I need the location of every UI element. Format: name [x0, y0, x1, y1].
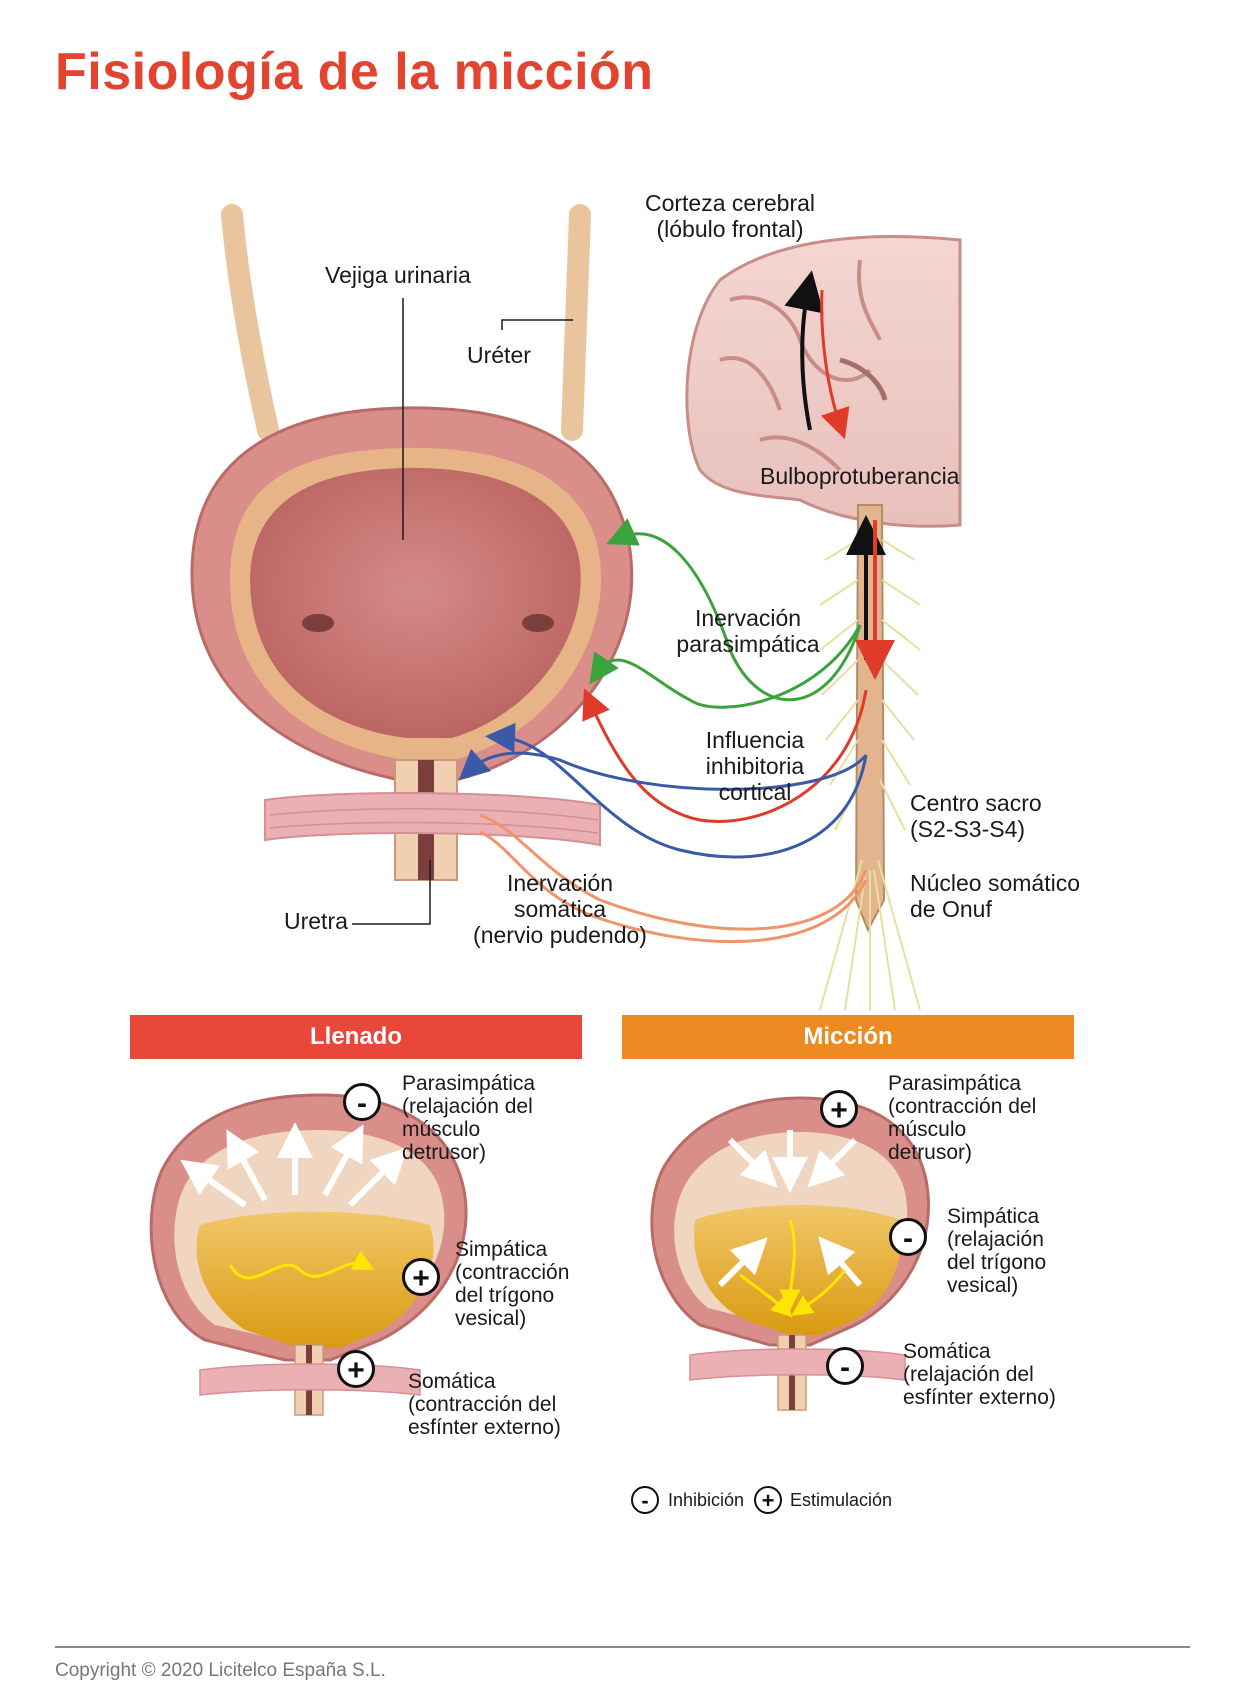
- label-nucleo-onuf: Núcleo somático de Onuf: [910, 870, 1080, 922]
- miccion-simp-line2: (relajación: [947, 1228, 1044, 1251]
- label-centro-sacro-line2: (S2-S3-S4): [910, 816, 1026, 842]
- panel-header-miccion: Micción: [622, 1015, 1074, 1059]
- brain-cortex: [685, 235, 962, 528]
- label-bulboprotuberancia: Bulboprotuberancia: [760, 463, 960, 489]
- sympathetic-path: [485, 722, 868, 859]
- miccion-simp-line1: Simpática: [947, 1205, 1040, 1228]
- panel-header-llenado: Llenado: [130, 1015, 582, 1059]
- label-somatica-line1: Inervación: [506, 870, 614, 896]
- legend-estimulacion: Estimulación: [790, 1490, 893, 1510]
- llenado-somatic-plus-icon: +: [337, 1350, 375, 1388]
- llenado-simp-line2: (contracción: [455, 1261, 570, 1284]
- label-influencia-inhibitoria: Influencia inhibitoria cortical: [690, 727, 820, 805]
- llenado-sympathetic-plus-icon: +: [402, 1258, 440, 1296]
- miccion-soma-line1: Somática: [903, 1340, 991, 1363]
- llenado-parasympathetic-minus-icon: -: [343, 1083, 381, 1121]
- footer-divider: [55, 1646, 1190, 1648]
- legend-minus-icon: -: [631, 1486, 659, 1514]
- pelvic-floor-muscle: [264, 792, 601, 847]
- miccion-para-line1: Parasimpática: [888, 1072, 1022, 1095]
- label-influencia-line2: inhibitoria: [705, 753, 805, 779]
- somatic-path: [479, 813, 868, 931]
- label-ureter: Uréter: [467, 342, 531, 368]
- label-corteza-line2: (lóbulo frontal): [656, 216, 804, 242]
- label-inervacion-parasimpatica: Inervación parasimpática: [668, 605, 828, 657]
- miccion-soma-line2: (relajación del: [903, 1363, 1034, 1386]
- miccion-simp-line3: del trígono: [947, 1251, 1047, 1274]
- llenado-para-line2: (relajación del: [402, 1095, 533, 1118]
- miccion-bladder: [650, 1096, 930, 1411]
- label-inervacion-somatica: Inervación somática (nervio pudendo): [460, 870, 660, 948]
- llenado-bladder: [149, 1093, 468, 1416]
- miccion-parasympathetic-plus-icon: +: [820, 1090, 858, 1128]
- llenado-simpatica-text: Simpática (contracción del trígono vesic…: [455, 1238, 569, 1330]
- miccion-parasimpatica-text: Parasimpática (contracción del músculo d…: [888, 1072, 1036, 1164]
- miccion-sympathetic-minus-icon: -: [889, 1218, 927, 1256]
- llenado-soma-line3: esfínter externo): [408, 1416, 561, 1439]
- page-title: Fisiología de la micción: [55, 43, 654, 101]
- llenado-para-line4: detrusor): [402, 1141, 487, 1164]
- llenado-para-line3: músculo: [402, 1118, 481, 1141]
- label-influencia-line3: cortical: [718, 779, 792, 805]
- llenado-simp-line1: Simpática: [455, 1238, 548, 1261]
- cortical-inhibition-path: [582, 688, 868, 823]
- label-somatica-line3: (nervio pudendo): [473, 922, 647, 948]
- ureters: [221, 204, 591, 441]
- llenado-soma-line1: Somática: [408, 1370, 496, 1393]
- spinal-cord: [784, 270, 921, 1011]
- miccion-para-line3: músculo: [888, 1118, 967, 1141]
- miccion-somatica-text: Somática (relajación del esfínter extern…: [903, 1340, 1056, 1409]
- llenado-somatica-text: Somática (contracción del esfínter exter…: [408, 1370, 561, 1439]
- parasympathetic-path: [606, 518, 862, 702]
- label-centro-sacro-line1: Centro sacro: [910, 790, 1042, 816]
- miccion-simpatica-text: Simpática (relajación del trígono vesica…: [947, 1205, 1046, 1297]
- llenado-simp-line4: vesical): [455, 1307, 527, 1330]
- label-corteza-line1: Corteza cerebral: [644, 190, 816, 216]
- urinary-bladder: [190, 406, 634, 881]
- llenado-simp-line3: del trígono: [455, 1284, 555, 1307]
- label-vejiga: Vejiga urinaria: [325, 262, 471, 288]
- leader-lines: [352, 298, 573, 925]
- llenado-parasimpatica-text: Parasimpática (relajación del músculo de…: [402, 1072, 535, 1164]
- label-corteza: Corteza cerebral (lóbulo frontal): [620, 190, 840, 242]
- label-nucleo-line1: Núcleo somático: [910, 870, 1081, 896]
- miccion-soma-line3: esfínter externo): [903, 1386, 1056, 1409]
- miccion-somatic-minus-icon: -: [826, 1347, 864, 1385]
- miccion-para-line2: (contracción del: [888, 1095, 1037, 1118]
- label-nucleo-line2: de Onuf: [910, 896, 992, 922]
- miccion-simp-line4: vesical): [947, 1274, 1019, 1297]
- label-parasimpatica-line2: parasimpática: [676, 631, 820, 657]
- llenado-soma-line2: (contracción del: [408, 1393, 557, 1416]
- legend-inhibicion: Inhibición: [668, 1490, 745, 1510]
- copyright: Copyright © 2020 Licitelco España S.L.: [55, 1660, 386, 1681]
- legend-plus-icon: +: [754, 1486, 782, 1514]
- label-uretra: Uretra: [284, 908, 348, 934]
- label-parasimpatica-line1: Inervación: [694, 605, 802, 631]
- label-centro-sacro: Centro sacro (S2-S3-S4): [910, 790, 1042, 842]
- miccion-para-line4: detrusor): [888, 1141, 973, 1164]
- label-influencia-line1: Influencia: [705, 727, 805, 753]
- label-somatica-line2: somática: [513, 896, 607, 922]
- neural-pathways: [458, 518, 868, 944]
- llenado-para-line1: Parasimpática: [402, 1072, 536, 1095]
